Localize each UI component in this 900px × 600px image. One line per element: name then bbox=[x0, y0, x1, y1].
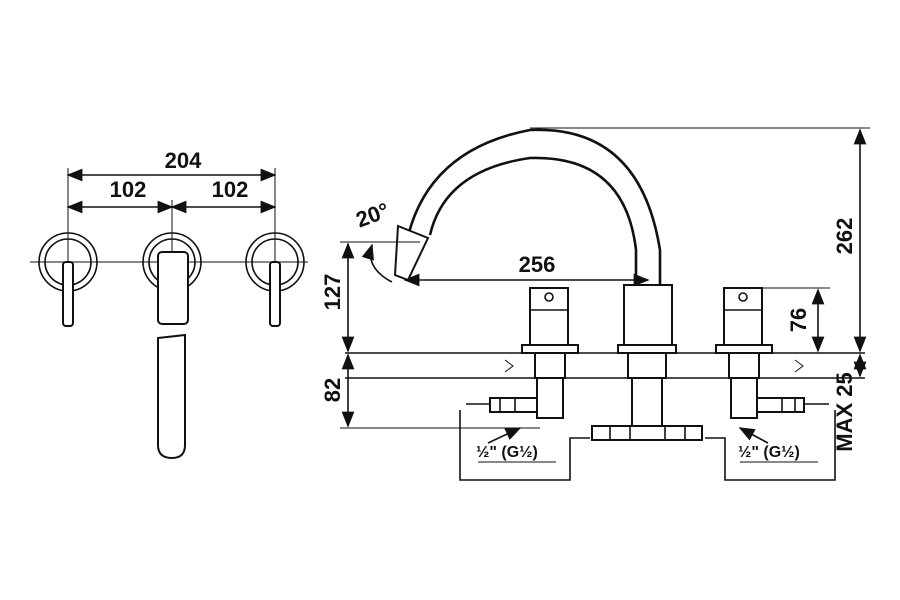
center-connector bbox=[591, 425, 703, 441]
spout-outlet-front bbox=[157, 333, 186, 460]
dim-total-height: 262 bbox=[832, 218, 857, 255]
angle-arc bbox=[361, 243, 393, 283]
dim-spout-angle: 20° bbox=[353, 198, 393, 233]
left-connector bbox=[489, 397, 538, 413]
spout-front bbox=[142, 232, 202, 460]
left-handle-front bbox=[38, 232, 98, 327]
right-handle-front bbox=[245, 232, 305, 327]
spout-nozzle bbox=[393, 224, 430, 282]
dim-right-spacing: 102 bbox=[212, 177, 249, 202]
side-view: 20° 256 127 82 76 262 MAX 25 ½" (G½) ½" … bbox=[320, 127, 870, 481]
dim-overall-width: 204 bbox=[165, 148, 202, 173]
dim-max-deck: MAX 25 bbox=[832, 372, 857, 451]
spout-body bbox=[623, 284, 673, 346]
dim-left-spacing: 102 bbox=[110, 177, 147, 202]
supply-hose-outline bbox=[459, 410, 836, 481]
right-valve-side bbox=[715, 287, 773, 419]
front-view: 204 102 102 bbox=[30, 148, 308, 460]
label-left-connection: ½" (G½) bbox=[476, 444, 538, 461]
spout-arc-inner bbox=[428, 156, 638, 285]
dim-below-deck: 82 bbox=[320, 378, 345, 402]
label-right-connection: ½" (G½) bbox=[738, 444, 800, 461]
dim-handle-height: 76 bbox=[786, 308, 811, 332]
spout-arc-outer bbox=[404, 128, 662, 285]
dim-outlet-height: 127 bbox=[320, 274, 345, 311]
right-connector bbox=[756, 397, 805, 413]
spout-shank bbox=[631, 377, 663, 429]
dim-spout-reach: 256 bbox=[519, 252, 556, 277]
